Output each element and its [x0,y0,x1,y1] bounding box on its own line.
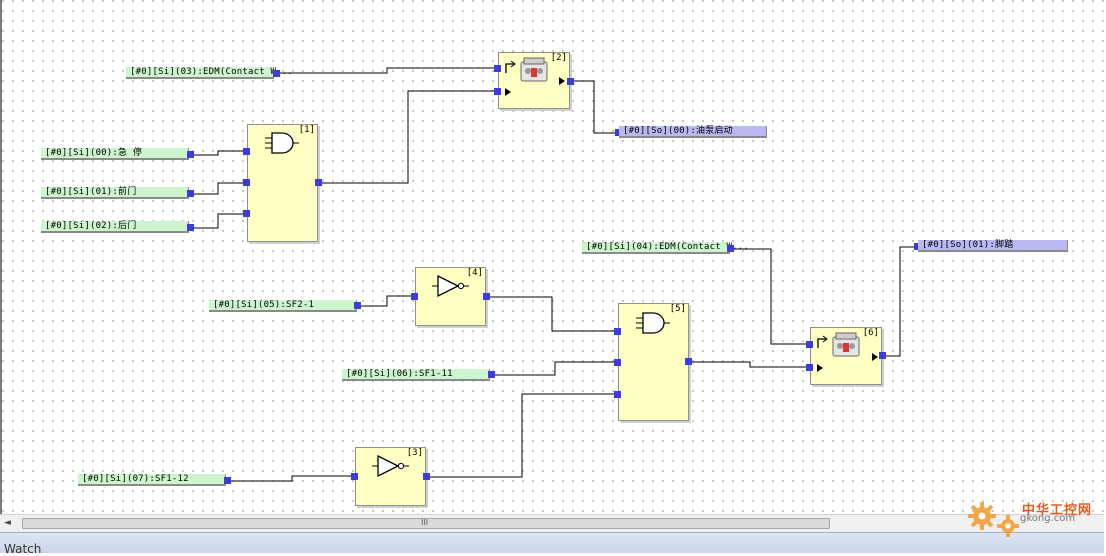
scrollbar-thumb[interactable]: III [22,518,830,529]
block-number: [4] [466,268,483,278]
port[interactable] [614,359,621,366]
edm-check-icon [817,335,828,348]
wire [191,182,247,195]
port[interactable] [187,224,194,231]
wire [278,67,498,74]
and-gate-block-1[interactable]: [1] [247,124,318,242]
horizontal-scrollbar[interactable]: ◄ III [0,514,1104,532]
wire [228,475,355,482]
and-gate-icon [265,132,299,154]
arrow-right-icon [872,353,878,361]
arrow-right-icon [505,88,511,96]
port[interactable] [273,70,280,77]
wire [318,90,498,184]
contactor-block-2[interactable]: [2] [498,52,570,109]
port[interactable] [806,341,813,348]
watermark-gear-logo [968,502,1019,537]
wire [492,361,618,376]
arrow-right-icon [817,364,823,372]
port[interactable] [685,358,692,365]
port[interactable] [494,88,501,95]
input-tag-front-door[interactable]: [#0][Si](01):前门 [41,187,189,199]
wire [882,246,918,357]
wire [426,393,618,478]
input-tag-rear-door[interactable]: [#0][Si](02):后门 [41,221,189,233]
port[interactable] [315,179,322,186]
output-tag-foot-pedal[interactable]: [#0][So](01):脚踏 [918,240,1068,252]
wire [731,248,810,345]
and-gate-icon [636,312,670,334]
port[interactable] [879,352,886,359]
watermark-text-en: gkong.com [1020,513,1076,524]
port[interactable] [243,148,250,155]
port[interactable] [614,328,621,335]
edm-check-icon [505,60,516,73]
wire [358,295,415,307]
not-gate-block-4[interactable]: [4] [415,267,486,326]
watermark-text-cn: 中华工控网 [1022,503,1093,518]
block-number: [5] [669,304,686,314]
port[interactable] [351,473,358,480]
port[interactable] [494,65,501,72]
scroll-grip: III [421,518,429,527]
scroll-left-arrow-icon[interactable]: ◄ [4,518,11,528]
port[interactable] [187,151,194,158]
wire [688,361,810,368]
block-number: [2] [550,53,567,63]
wire [191,213,247,229]
port[interactable] [488,371,495,378]
port[interactable] [224,477,231,484]
output-tag-oil-pump-start[interactable]: [#0][So](00):油泵启动 [619,126,767,138]
contactor-icon [520,57,548,82]
input-tag-sf1-11[interactable]: [#0][Si](06):SF1-11 [342,369,490,381]
block-number: [1] [298,125,315,135]
contactor-block-6[interactable]: [6] [810,327,882,385]
not-gate-block-3[interactable]: [3] [355,447,426,506]
input-tag-edm3[interactable]: [#0][Si](03):EDM(Contact W... [126,67,293,79]
input-tag-sf2-1[interactable]: [#0][Si](05):SF2-1 [209,300,357,312]
wire-layer [191,67,918,482]
input-tag-estop[interactable]: [#0][Si](00):急 停 [41,148,189,160]
port[interactable] [727,245,734,252]
port[interactable] [243,179,250,186]
port[interactable] [354,302,361,309]
port[interactable] [914,243,921,250]
contactor-icon [832,332,860,357]
block-number: [3] [406,448,423,458]
block-number: [6] [862,328,879,338]
port[interactable] [423,473,430,480]
input-tag-sf1-12[interactable]: [#0][Si](07):SF1-12 [78,474,226,486]
watch-panel-header[interactable]: Watch [0,532,1104,556]
port[interactable] [483,293,490,300]
wire [486,296,618,332]
port[interactable] [411,293,418,300]
port[interactable] [615,129,622,136]
port[interactable] [243,210,250,217]
not-gate-icon [372,454,409,478]
port[interactable] [806,364,813,371]
function-block-canvas[interactable]: [#0][Si](03):EDM(Contact W... [#0][Si](0… [0,0,1104,514]
port[interactable] [567,78,574,85]
wire [570,80,618,134]
and-gate-block-5[interactable]: [5] [618,303,689,421]
input-tag-edm4[interactable]: [#0][Si](04):EDM(Contact W... [582,242,749,254]
port[interactable] [614,391,621,398]
arrow-right-icon [559,77,565,85]
wire [191,150,247,156]
not-gate-icon [432,274,469,298]
watch-panel-title: Watch [4,542,42,556]
port[interactable] [187,190,194,197]
